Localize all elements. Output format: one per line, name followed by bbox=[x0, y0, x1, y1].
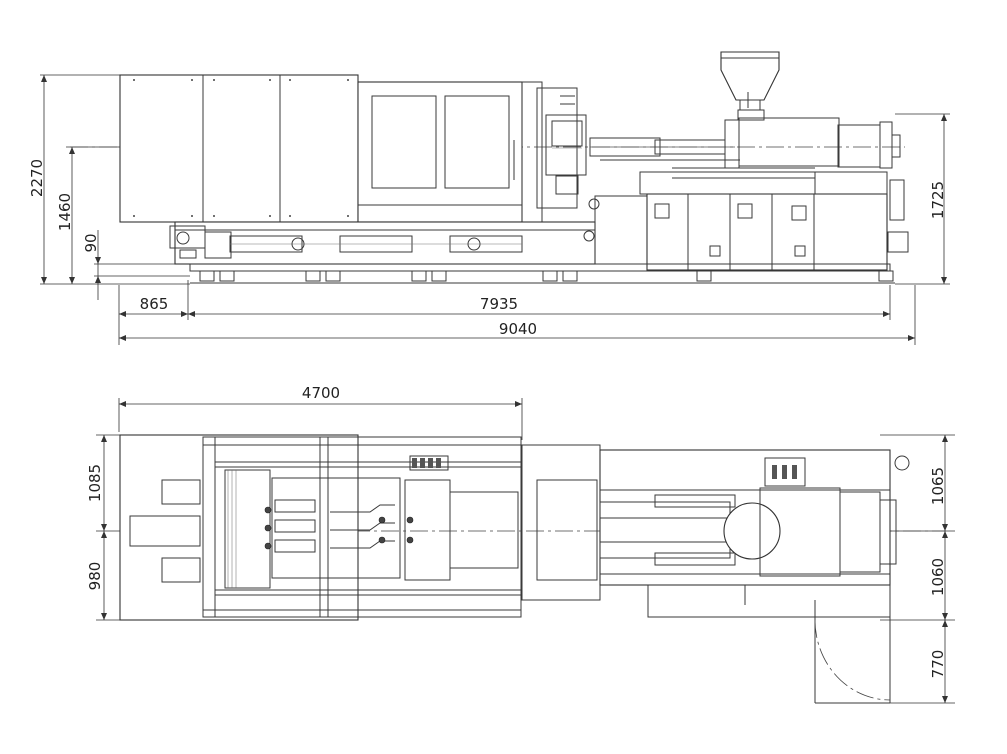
leveling-feet bbox=[189, 263, 895, 284]
dim-right-upper-width: 1065 bbox=[929, 467, 947, 505]
dim-lower-half-width: 980 bbox=[86, 562, 104, 591]
top-view: 4700 1085 980 1065 1060 770 bbox=[86, 384, 955, 704]
dim-base-height: 90 bbox=[82, 233, 100, 252]
material-hopper bbox=[720, 51, 780, 121]
injection-barrel bbox=[589, 117, 901, 179]
side-view: 2270 1460 90 1725 865 7935 bbox=[28, 51, 950, 345]
side-right-dimension-lines bbox=[895, 113, 950, 285]
injection-unit-plan bbox=[521, 444, 910, 618]
side-left-dimension-lines bbox=[40, 74, 190, 300]
machine-base bbox=[174, 171, 888, 271]
dim-centerline-height: 1460 bbox=[56, 193, 74, 231]
dim-door-swing: 770 bbox=[929, 650, 947, 679]
dim-overall-height: 2270 bbox=[28, 159, 46, 197]
dim-machine-length: 7935 bbox=[480, 295, 518, 313]
clamp-safety-guard bbox=[119, 74, 543, 223]
dim-clamp-length: 4700 bbox=[302, 384, 340, 402]
control-panel bbox=[536, 87, 587, 209]
rear-hydraulic-assembly bbox=[169, 179, 909, 259]
dim-right-lower-width: 1060 bbox=[929, 558, 947, 596]
dim-injection-height: 1725 bbox=[929, 181, 947, 219]
door-swing-arc bbox=[814, 600, 891, 704]
dim-upper-half-width: 1085 bbox=[86, 464, 104, 502]
side-bottom-dimension-lines bbox=[118, 280, 916, 345]
clamp-unit-plan bbox=[119, 434, 522, 621]
dim-overall-length: 9040 bbox=[499, 320, 537, 338]
dim-rear-overhang: 865 bbox=[140, 295, 169, 313]
